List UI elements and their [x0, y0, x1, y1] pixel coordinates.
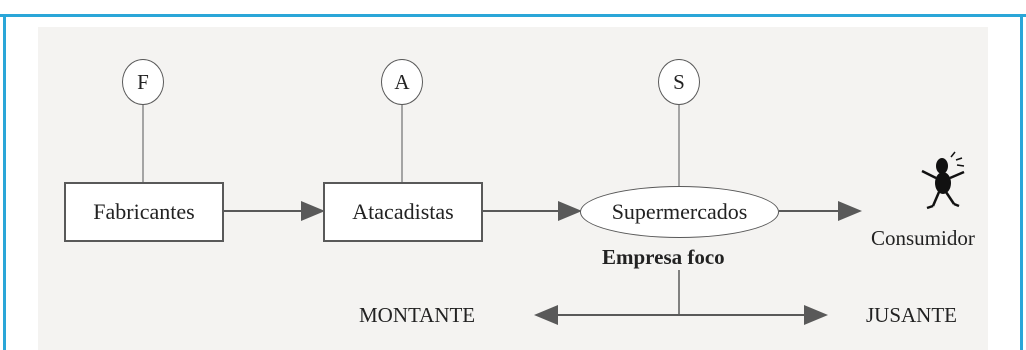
- node-supermercados-label: Supermercados: [611, 199, 748, 224]
- circle-s: S: [658, 59, 700, 105]
- right-border: [1020, 14, 1023, 350]
- focus-company-label: Empresa foco: [602, 245, 725, 269]
- top-border: [0, 0, 1026, 17]
- node-consumidor-label: Consumidor: [871, 226, 975, 250]
- circle-f: F: [122, 59, 164, 105]
- circle-a-label: A: [394, 69, 410, 94]
- downstream-label: JUSANTE: [866, 303, 958, 327]
- node-fabricantes: Fabricantes: [64, 182, 224, 242]
- circle-f-label: F: [137, 69, 149, 94]
- circle-s-label: S: [673, 69, 685, 94]
- node-fabricantes-label: Fabricantes: [93, 199, 195, 224]
- node-atacadistas: Atacadistas: [323, 182, 483, 242]
- node-atacadistas-label: Atacadistas: [352, 199, 454, 224]
- node-supermercados: Supermercados: [580, 186, 779, 238]
- upstream-label: MONTANTE: [359, 303, 476, 327]
- circle-a: A: [381, 59, 423, 105]
- left-border: [3, 14, 6, 350]
- stick-figure-person-icon: [921, 151, 965, 210]
